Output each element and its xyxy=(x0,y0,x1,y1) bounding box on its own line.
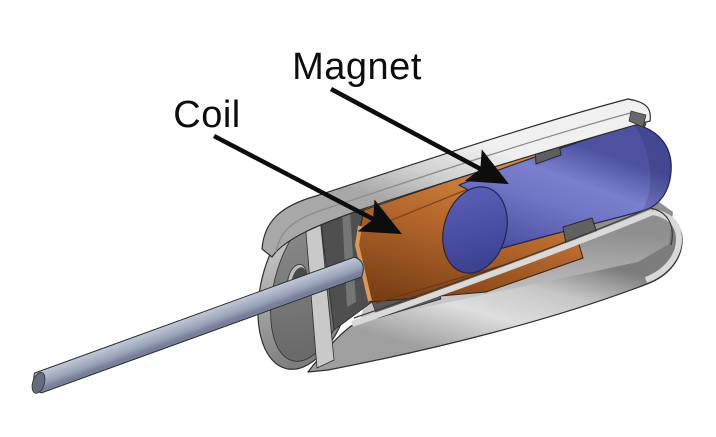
coil-bottom-edge-line xyxy=(375,265,501,304)
top-shell-rim-line xyxy=(275,111,635,253)
magnet-right-face-shade xyxy=(634,124,672,211)
magnet-left-face xyxy=(442,186,508,274)
magnet-label: Magnet xyxy=(292,46,422,88)
housing-rim xyxy=(351,207,683,327)
top-shell-underside xyxy=(628,110,647,128)
rim-inner-edge xyxy=(353,207,651,319)
coil-label: Coil xyxy=(173,94,240,136)
cavity-divider xyxy=(342,210,356,307)
magnet-body xyxy=(442,123,672,274)
coil-arrow xyxy=(212,134,402,235)
rod-tip-face xyxy=(31,371,46,394)
rod xyxy=(31,256,364,394)
magnet-arrow xyxy=(329,87,509,185)
rim-band xyxy=(351,209,655,327)
rim-inner-edge-end xyxy=(649,207,673,246)
